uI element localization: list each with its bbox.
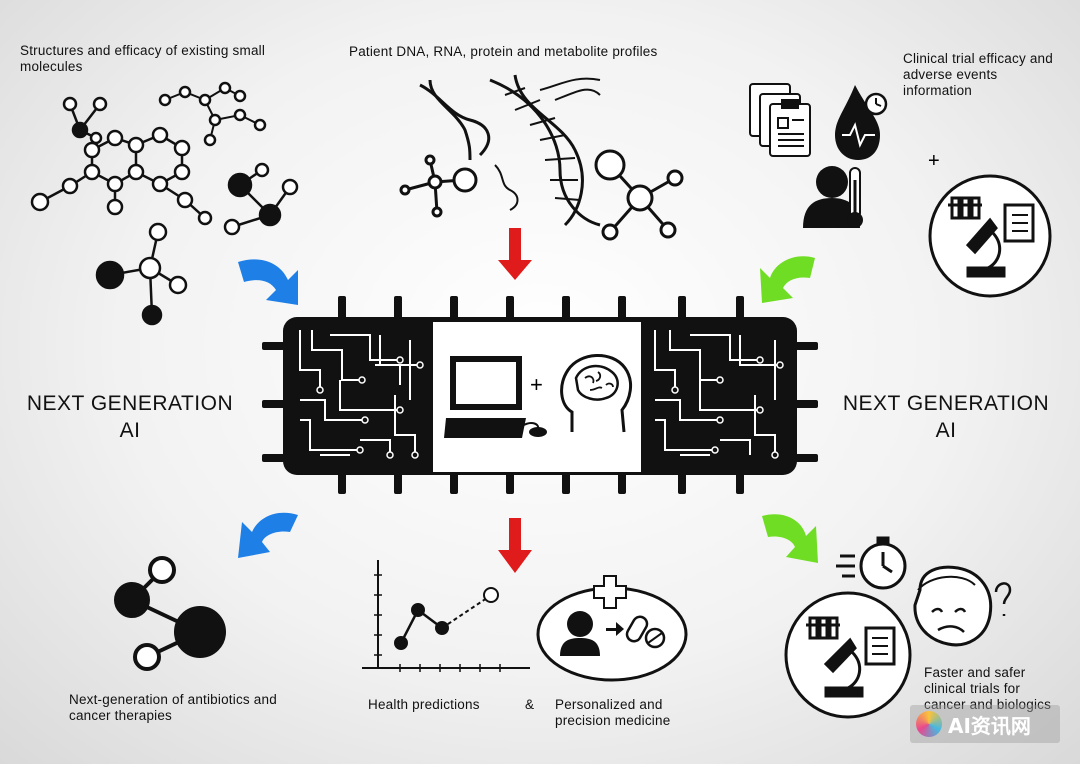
blue-arrow-bottom (238, 512, 298, 558)
left-title-line1: NEXT GENERATION (26, 392, 234, 415)
microscope-icon (784, 591, 912, 719)
molecule-icon (30, 81, 299, 326)
green-arrow-bottom (762, 514, 818, 563)
red-arrow-top (498, 228, 532, 280)
patient-pill-icon (536, 575, 688, 682)
microscope-icon (928, 174, 1052, 298)
dna-helix-icon (399, 74, 684, 241)
brain-head-icon (560, 354, 633, 433)
label-patient-profiles: Patient DNA, RNA, protein and metabolite… (349, 44, 658, 59)
stopwatch-icon (836, 536, 907, 590)
label-clinical-trial-info: Clinical trial efficacy and adverse even… (903, 51, 1053, 98)
watermark-mark-icon (916, 711, 942, 737)
right-title-line2: AI (935, 419, 957, 442)
thermometer-person-icon (803, 166, 863, 228)
red-arrow-bottom (498, 518, 532, 573)
right-title-line1: NEXT GENERATION (842, 392, 1050, 415)
label-antibiotics: Next-generation of antibiotics and cance… (69, 692, 277, 723)
plus-sign-right: + (928, 150, 940, 172)
health-prediction-plot (362, 560, 530, 672)
left-title: NEXT GENERATION AI (10, 390, 250, 444)
left-title-line2: AI (119, 419, 141, 442)
watermark-text: AI资讯网 (948, 713, 1031, 738)
green-arrow-top (760, 256, 815, 303)
label-faster-trials: Faster and safer clinical trials for can… (924, 665, 1052, 712)
clipboard-icon (749, 83, 811, 157)
molecule-icon (114, 556, 226, 671)
blood-drop-icon (835, 85, 888, 160)
watermark-logo: AI资讯网 (910, 705, 1060, 743)
label-health-predictions: Health predictions (368, 697, 480, 712)
label-small-molecules: Structures and efficacy of existing smal… (20, 43, 266, 74)
label-precision-medicine: Personalized and precision medicine (555, 697, 671, 728)
sick-face-icon (913, 565, 1012, 647)
right-title: NEXT GENERATION AI (828, 390, 1064, 444)
blue-arrow-top (238, 259, 298, 305)
computer-icon (444, 356, 547, 438)
label-ampersand: & (525, 697, 535, 712)
plus-sign-center: + (530, 372, 543, 397)
